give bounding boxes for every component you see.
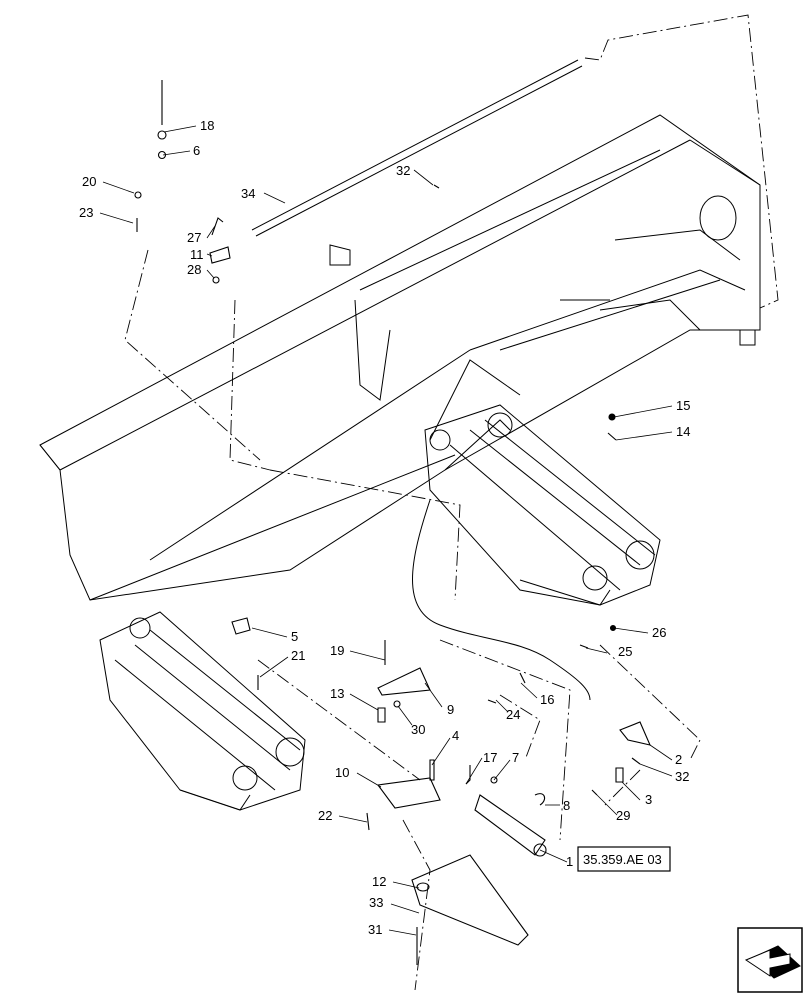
callout-3: 3: [645, 792, 652, 807]
callout-25: 25: [618, 644, 632, 659]
callout-31: 31: [368, 922, 382, 937]
callout-9: 9: [447, 702, 454, 717]
callout-4: 4: [452, 728, 459, 743]
header-frame: [39, 114, 761, 601]
rod-part-34: [251, 59, 583, 237]
callout-17: 17: [483, 750, 497, 765]
callout-6: 6: [193, 143, 200, 158]
callout-33: 33: [369, 895, 383, 910]
callout-14: 14: [676, 424, 690, 439]
callout-28: 28: [187, 262, 201, 277]
callout-21: 21: [291, 648, 305, 663]
callout-24: 24: [506, 707, 520, 722]
callout-8: 8: [563, 798, 570, 813]
callout-29: 29: [616, 808, 630, 823]
callout-7: 7: [512, 750, 519, 765]
callout-labels: 18 6 20 23 27 11 28 34 32 15 14 5 21 19 …: [79, 118, 690, 937]
callout-2: 2: [675, 752, 682, 767]
callout-34: 34: [241, 186, 255, 201]
callout-32-top: 32: [396, 163, 410, 178]
callout-23: 23: [79, 205, 93, 220]
callout-1: 1: [566, 854, 573, 869]
callout-5: 5: [291, 629, 298, 644]
right-drive-assembly: [424, 404, 661, 606]
callout-15: 15: [676, 398, 690, 413]
next-page-arrow-icon[interactable]: [737, 927, 803, 993]
callout-19: 19: [330, 643, 344, 658]
reference-code[interactable]: 35.359.AE 03: [583, 852, 662, 867]
assembly-guide-lines: [124, 14, 779, 991]
reference-box[interactable]: [577, 846, 671, 872]
callout-20: 20: [82, 174, 96, 189]
callout-18: 18: [200, 118, 214, 133]
hydraulic-hose: [412, 499, 591, 701]
callout-12: 12: [372, 874, 386, 889]
callout-22: 22: [318, 808, 332, 823]
callout-30: 30: [411, 722, 425, 737]
callout-16: 16: [540, 692, 554, 707]
callout-26: 26: [652, 625, 666, 640]
callout-27: 27: [187, 230, 201, 245]
callout-11: 11: [190, 247, 204, 262]
hardware-parts: [134, 80, 651, 965]
callout-13: 13: [330, 686, 344, 701]
callout-32-lower: 32: [675, 769, 689, 784]
callout-10: 10: [335, 765, 349, 780]
left-drive-assembly: [99, 611, 306, 811]
leader-lines: [99, 125, 673, 936]
